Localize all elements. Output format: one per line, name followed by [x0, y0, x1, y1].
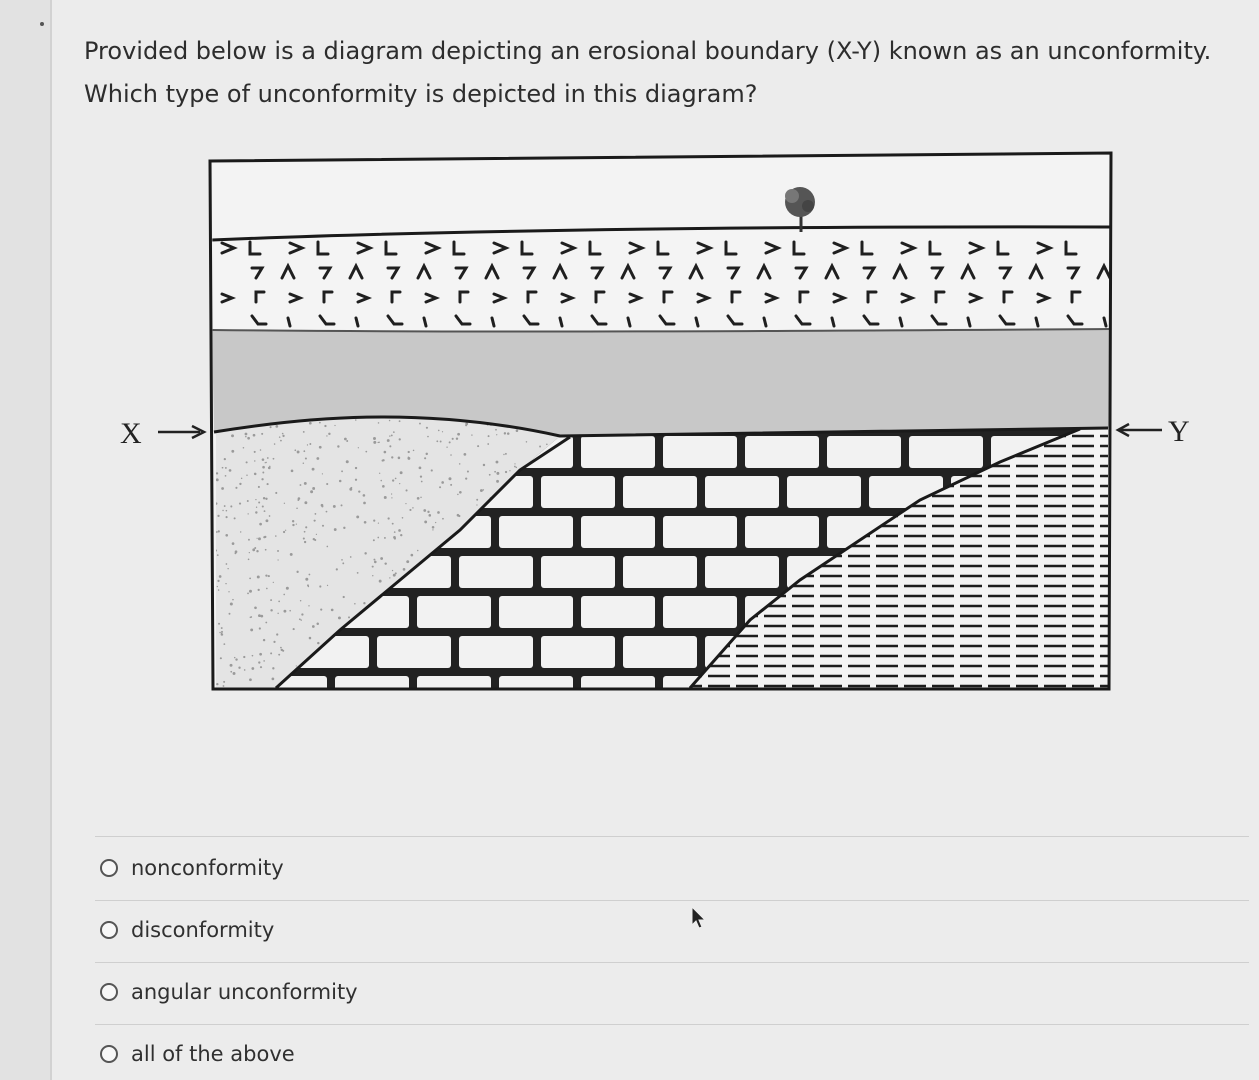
- x-label: X: [120, 417, 142, 450]
- option-label: angular unconformity: [131, 980, 358, 1004]
- divider: [95, 836, 1249, 837]
- divider: [95, 1024, 1249, 1025]
- option-disconformity[interactable]: disconformity: [100, 915, 274, 945]
- radio-button[interactable]: [100, 921, 118, 939]
- y-label: Y: [1168, 415, 1190, 448]
- divider: [95, 962, 1249, 963]
- option-label: nonconformity: [131, 856, 284, 880]
- option-label: all of the above: [131, 1042, 295, 1066]
- question-line-1: Provided below is a diagram depicting an…: [84, 37, 1212, 65]
- question-line-2: Which type of unconformity is depicted i…: [84, 80, 758, 108]
- unconformity-diagram: X Y: [120, 151, 1190, 691]
- radio-button[interactable]: [100, 1045, 118, 1063]
- tree-icon: [785, 187, 815, 232]
- bullet-dot: [40, 22, 44, 26]
- left-border: [50, 0, 52, 1080]
- option-nonconformity[interactable]: nonconformity: [100, 853, 284, 883]
- question-text: Provided below is a diagram depicting an…: [84, 30, 1212, 116]
- option-all-of-the-above[interactable]: all of the above: [100, 1039, 295, 1069]
- cursor-icon: [691, 905, 707, 929]
- radio-button[interactable]: [100, 983, 118, 1001]
- divider: [95, 900, 1249, 901]
- left-gutter: [0, 0, 52, 1080]
- option-label: disconformity: [131, 918, 275, 942]
- radio-button[interactable]: [100, 859, 118, 877]
- option-angular-unconformity[interactable]: angular unconformity: [100, 977, 358, 1007]
